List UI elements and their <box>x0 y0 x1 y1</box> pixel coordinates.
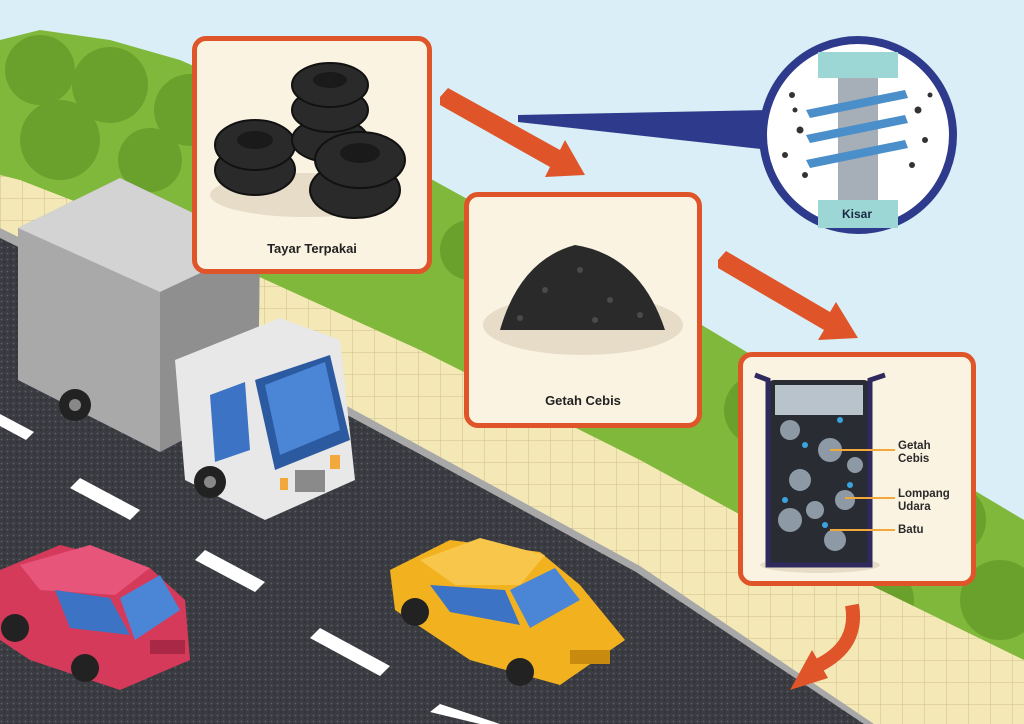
process-arrows <box>440 88 858 340</box>
grinder-lens <box>759 36 957 234</box>
grinder-label: Kisar <box>842 207 873 221</box>
yellow-car <box>390 538 625 686</box>
callout-stone: Batu <box>898 524 924 536</box>
callout-crumb-rubber: Getah Cebis <box>898 440 931 465</box>
card-used-tyres: Tayar Terpakai <box>192 36 432 274</box>
card-used-tyres-label: Tayar Terpakai <box>267 241 357 256</box>
lane-markings <box>0 414 500 724</box>
magnifier-beam <box>518 110 770 150</box>
arrow-to-road-head <box>790 650 828 690</box>
card-crumb-rubber-label: Getah Cebis <box>545 393 621 408</box>
red-car <box>0 545 190 690</box>
card-crumb-rubber: Getah Cebis <box>464 192 702 428</box>
callout-air-voids: Lompang Udara <box>898 488 950 513</box>
card-asphalt-mix <box>738 352 976 586</box>
